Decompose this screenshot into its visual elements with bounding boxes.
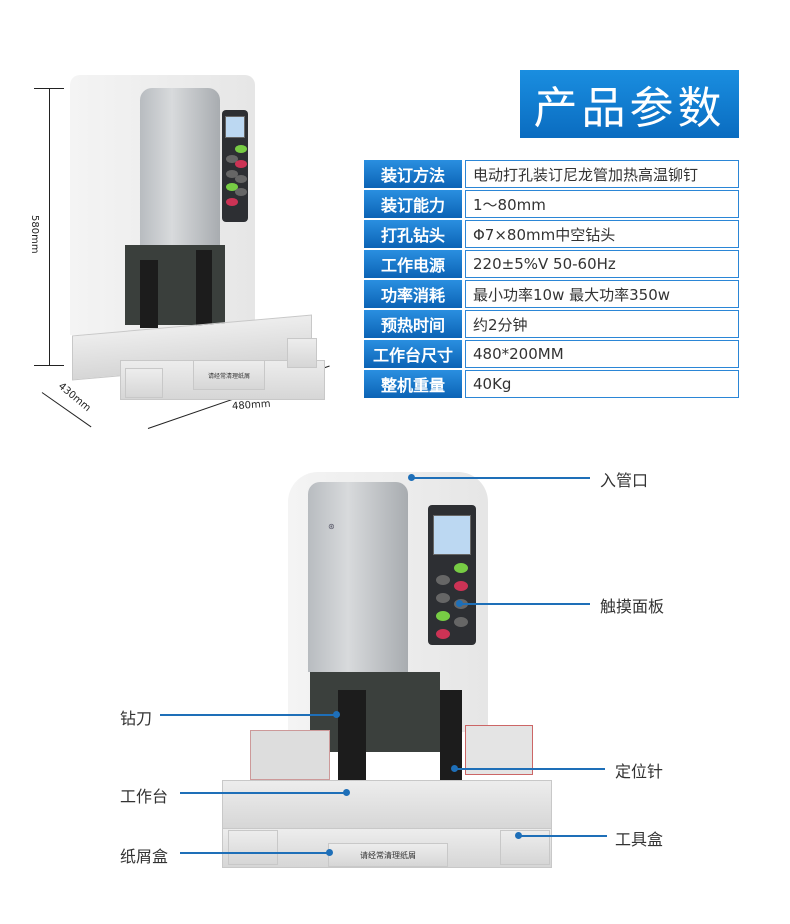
callout-line [455,768,605,770]
drill-column [140,260,158,328]
callout-worktable: 工作台 [120,787,169,806]
pin-column [440,690,462,782]
paper-guide [250,730,330,780]
callout-line [180,852,328,854]
drill-column [338,690,366,782]
tool-box [287,338,317,368]
width-label: 480mm [231,398,271,413]
control-panel [222,110,248,222]
callout-line [460,603,590,605]
spec-row: 功率消耗最小功率10w 最大功率350w [364,280,739,310]
spec-row: 装订方法电动打孔装订尼龙管加热高温铆钉 [364,160,739,190]
dim-tick [34,88,64,89]
callout-dot [343,789,350,796]
spec-value: Φ7×80mm中空钻头 [465,220,739,248]
callout-dot [451,765,458,772]
page-title: 产品参数 [520,70,739,138]
spec-value: 1～80mm [465,190,739,218]
callout-locating-pin: 定位针 [615,762,664,781]
spec-label: 工作台尺寸 [364,340,462,370]
spec-row: 预热时间约2分钟 [364,310,739,340]
drawer-label: 请经常清理纸屑 [193,360,265,390]
callout-dot [326,849,333,856]
front-cover [140,88,220,248]
callout-dot [333,711,340,718]
depth-label: 430mm [55,380,93,415]
callout-line [519,835,607,837]
height-dim-line [49,88,50,366]
drill-area [310,672,440,752]
logo-icon: ⊛ [328,522,335,531]
spec-value: 电动打孔装订尼龙管加热高温铆钉 [465,160,739,188]
drawer-label: 请经常清理纸屑 [328,843,448,867]
callout-line [180,792,345,794]
touch-panel [428,505,476,645]
worktable [222,780,552,830]
callout-inlet: 入管口 [600,471,649,490]
callout-dot [456,600,463,607]
dim-tick [34,365,64,366]
scrap-box [125,368,163,398]
callout-dot [515,832,522,839]
spec-label: 工作电源 [364,250,462,280]
spec-label: 预热时间 [364,310,462,340]
spec-label: 装订能力 [364,190,462,220]
callout-touch-panel: 触摸面板 [600,597,665,616]
spec-label: 打孔钻头 [364,220,462,250]
front-cover: ⊛ [308,482,408,672]
warning-label [465,725,533,775]
height-label: 580mm [29,215,40,254]
callout-scrap-box: 纸屑盒 [120,847,169,866]
spec-value: 40Kg [465,370,739,398]
spec-label: 整机重量 [364,370,462,400]
callout-line [412,477,590,479]
spec-value: 约2分钟 [465,310,739,338]
spec-value: 最小功率10w 最大功率350w [465,280,739,308]
callout-line [160,714,335,716]
scrap-box [228,830,278,865]
callout-tool-box: 工具盒 [615,830,664,849]
pin-column [196,250,212,328]
callout-drill: 钻刀 [120,709,153,728]
spec-value: 480*200MM [465,340,739,368]
spec-label: 功率消耗 [364,280,462,310]
spec-label: 装订方法 [364,160,462,190]
callout-dot [408,474,415,481]
spec-value: 220±5%V 50-60Hz [465,250,739,278]
